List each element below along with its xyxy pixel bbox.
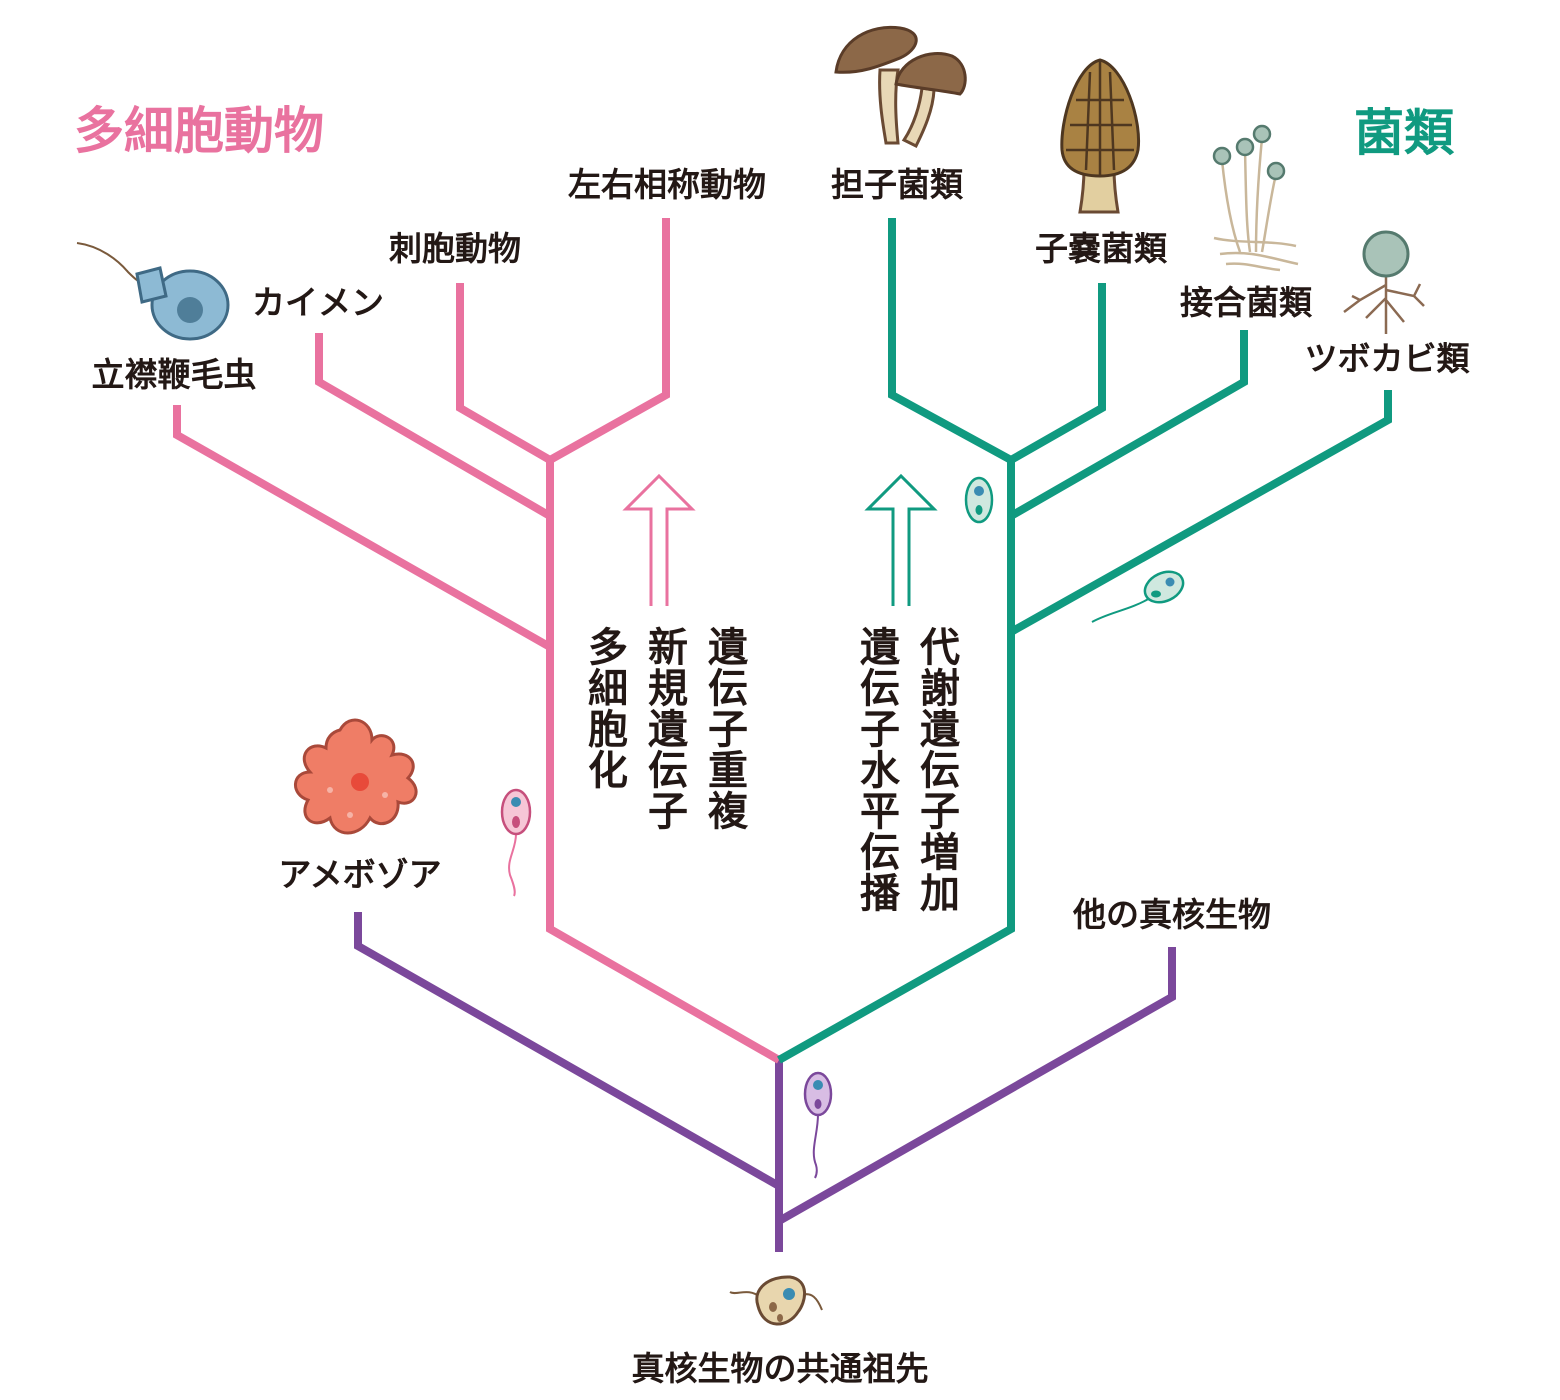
animal-arrow-icon bbox=[622, 473, 696, 606]
spore-icon bbox=[964, 476, 994, 524]
label-choanoflagellate: 立襟鞭毛虫 bbox=[91, 355, 257, 394]
label-zygomycota: 接合菌類 bbox=[1180, 283, 1312, 322]
zoospore-icon bbox=[1091, 570, 1185, 623]
ancestor-cell-icon bbox=[729, 1275, 823, 1326]
animal-event-gene-duplication: 遺伝子重複 bbox=[701, 626, 747, 831]
fungi-event-metabolic-genes: 代謝遺伝子増加 bbox=[913, 626, 959, 913]
fungi-event-horizontal-transfer: 遺伝子水平伝播 bbox=[853, 626, 899, 913]
label-bilateria: 左右相称動物 bbox=[568, 165, 766, 204]
label-chytrid: ツボカビ類 bbox=[1304, 339, 1470, 378]
branch-chytrid bbox=[1009, 390, 1392, 636]
branch-animal-stem bbox=[546, 460, 781, 1064]
label-cnidaria: 刺胞動物 bbox=[389, 229, 521, 268]
branch-other-eukaryotes bbox=[777, 947, 1176, 1225]
branch-ascomycota bbox=[1009, 283, 1106, 464]
fungi-arrow-icon bbox=[864, 473, 938, 606]
branch-cnidaria bbox=[456, 283, 553, 464]
mold-icon bbox=[1212, 124, 1299, 272]
root-branches bbox=[354, 912, 1176, 1252]
group-title-animals: 多細胞動物 bbox=[74, 102, 324, 160]
branch-fungi-stem bbox=[777, 460, 1015, 1064]
label-basidiomycota: 担子菌類 bbox=[831, 165, 963, 204]
root-flagellate-icon bbox=[803, 1071, 833, 1179]
branch-bilateria bbox=[548, 218, 670, 464]
flagellate-icon bbox=[500, 788, 532, 897]
label-amoebozoa: アメボゾア bbox=[278, 855, 442, 894]
morel-icon bbox=[1060, 58, 1141, 214]
label-other-eukaryotes: 他の真核生物 bbox=[1073, 895, 1271, 934]
branch-amoebozoa bbox=[354, 912, 781, 1190]
choanoflagellate-icon bbox=[76, 242, 230, 341]
branch-zygomycota bbox=[1009, 330, 1248, 520]
label-sponge: カイメン bbox=[252, 283, 384, 322]
animal-event-multicellularity: 多細胞化 bbox=[581, 626, 627, 790]
branch-choanoflagellate bbox=[173, 405, 552, 651]
mushroom-icon bbox=[834, 25, 967, 149]
branch-sponge bbox=[315, 333, 553, 520]
animal-branches bbox=[173, 218, 781, 1064]
label-ascomycota: 子嚢菌類 bbox=[1035, 229, 1167, 268]
branch-basidiomycota bbox=[888, 218, 1013, 464]
group-title-fungi: 菌類 bbox=[1354, 104, 1454, 162]
label-common-ancestor: 真核生物の共通祖先 bbox=[631, 1349, 929, 1388]
fungi-branches bbox=[777, 218, 1392, 1064]
amoeba-icon bbox=[294, 718, 418, 835]
animal-event-novel-genes: 新規遺伝子 bbox=[641, 626, 687, 831]
chytrid-icon bbox=[1343, 230, 1425, 334]
